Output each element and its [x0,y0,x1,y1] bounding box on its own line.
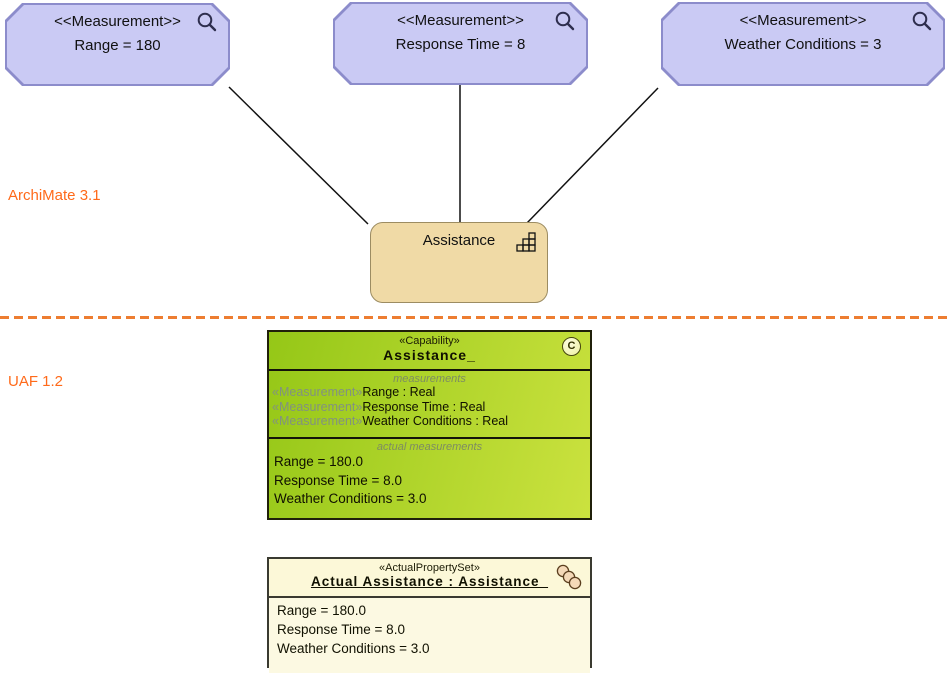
measurement-stereotype: <<Measurement>> [54,13,181,30]
measurement-node-range[interactable]: <<Measurement>> Range = 180 [5,3,230,86]
connector-range-assistance [228,86,369,225]
measurement-value: Range = 180 [74,37,161,54]
capability-node-assistance[interactable]: Assistance [370,222,548,303]
measurement-property-row[interactable]: «Measurement»Response Time : Real [269,400,590,415]
measurement-property-row[interactable]: «Measurement»Range : Real [269,385,590,400]
measurement-node-response-time[interactable]: <<Measurement>> Response Time = 8 [333,2,588,85]
actual-measurements-compartment: actual measurements Range = 180.0 Respon… [269,437,590,520]
measurement-property-row[interactable]: «Measurement»Weather Conditions : Real [269,414,590,429]
magnifier-icon[interactable] [196,11,218,33]
stereotype-prefix: «Measurement» [272,414,363,428]
actual-property-row[interactable]: Range = 180.0 [277,603,366,618]
octagon-shape [661,2,945,86]
stereotype-prefix: «Measurement» [272,399,363,414]
property-text: Weather Conditions : Real [362,414,509,428]
section-divider-dashed-line [0,316,947,319]
capability-stairs-icon [516,232,536,252]
connector-weather-assistance [526,87,659,224]
measurement-node-text: <<Measurement>> Weather Conditions = 3 [661,9,945,57]
octagon-shape [5,3,230,86]
measurement-value: Weather Conditions = 3 [724,36,882,53]
compartment-label: actual measurements [376,441,483,453]
actual-measurement-row[interactable]: Response Time = 8.0 [274,472,402,488]
uaf-section-label: UAF 1.2 [8,373,64,390]
actual-measurement-row[interactable]: Weather Conditions = 3.0 [274,491,427,506]
magnifier-icon[interactable] [554,10,576,32]
octagon-shape [333,2,588,85]
actual-property-set-header: «ActualPropertySet» Actual Assistance : … [269,559,590,596]
actual-property-row[interactable]: Weather Conditions = 3.0 [277,641,430,656]
uaf-capability-header: «Capability» Assistance_ C [269,332,590,369]
capability-class-name: Assistance_ [383,347,476,363]
measurement-node-weather-conditions[interactable]: <<Measurement>> Weather Conditions = 3 [661,2,945,86]
actual-property-set-body: Range = 180.0 Response Time = 8.0 Weathe… [269,596,590,673]
property-text: Response Time : Real [362,399,486,414]
instance-beads-icon [556,564,582,590]
archimate-section-label: ArchiMate 3.1 [8,187,101,204]
uaf-capability-class[interactable]: «Capability» Assistance_ C measurements … [267,330,592,520]
capability-stereotype: «Capability» [399,335,460,347]
measurement-node-text: <<Measurement>> Response Time = 8 [333,9,588,57]
measurement-node-text: <<Measurement>> Range = 180 [5,10,230,58]
uaf-actual-property-set[interactable]: «ActualPropertySet» Actual Assistance : … [267,557,592,673]
compartment-label: measurements [393,373,466,385]
magnifier-icon[interactable] [911,10,933,32]
actual-property-set-stereotype: «ActualPropertySet» [379,562,480,574]
property-text: Range : Real [362,385,436,399]
capability-c-badge-icon: C [562,337,581,356]
measurement-stereotype: <<Measurement>> [739,12,867,29]
measurements-compartment: measurements «Measurement»Range : Real «… [269,369,590,437]
measurement-value: Response Time = 8 [395,36,526,53]
stereotype-prefix: «Measurement» [272,385,363,399]
actual-measurement-row[interactable]: Range = 180.0 [274,454,363,469]
measurement-stereotype: <<Measurement>> [397,12,524,29]
actual-property-row[interactable]: Response Time = 8.0 [277,622,405,637]
capability-name: Assistance [422,232,496,249]
actual-property-set-name: Actual Assistance : Assistance_ [310,574,549,589]
